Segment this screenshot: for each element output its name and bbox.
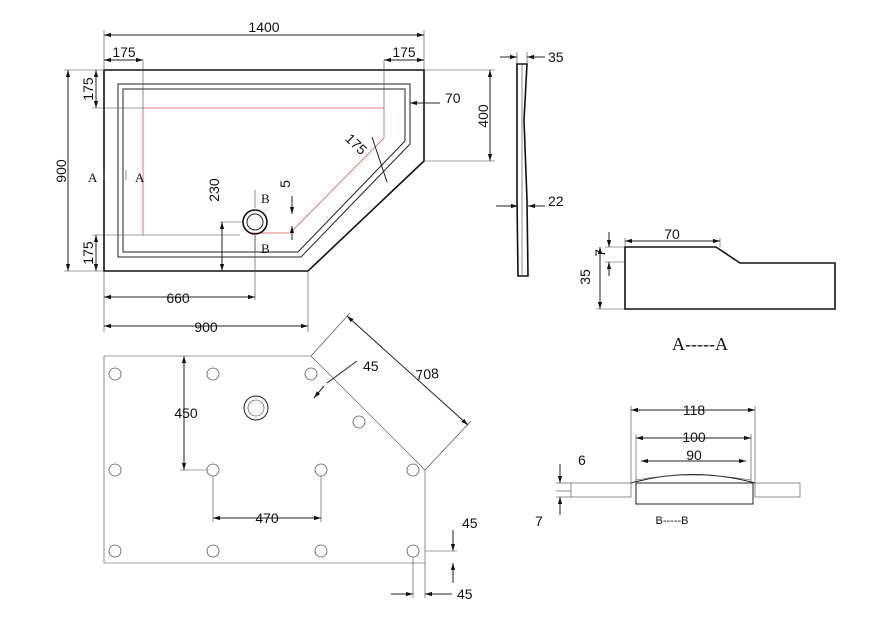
- dim-top-gap-label: 6: [578, 452, 586, 468]
- dim-diag-length-label: 708: [415, 365, 440, 383]
- tray-outline: [103, 69, 425, 272]
- section-aa-profile: [624, 246, 836, 310]
- side-profile: [516, 63, 529, 277]
- dim-outer-label: 118: [683, 402, 706, 418]
- dim-overall-width-label: 1400: [248, 19, 279, 35]
- foot: [314, 544, 328, 558]
- dim-waste-from-front-label: 230: [206, 178, 222, 202]
- section-b-bottom-label: B: [261, 241, 270, 256]
- base-outline: [103, 355, 426, 564]
- dim-right-side-label: 400: [475, 104, 491, 128]
- tray-rim-inner: [117, 83, 411, 258]
- foot: [108, 463, 122, 477]
- dim-front-width-label: 900: [194, 319, 218, 335]
- foot: [206, 463, 220, 477]
- dim-height-label: 35: [577, 269, 593, 285]
- foot: [108, 367, 122, 381]
- dim-rim-right-label: 175: [392, 44, 416, 60]
- foot: [352, 415, 366, 429]
- foot: [406, 544, 420, 558]
- dim-bottom-gap-label: 7: [535, 513, 543, 529]
- foot: [206, 367, 220, 381]
- dim-waste-depth-label: 450: [174, 405, 198, 421]
- surface-center-line: [142, 107, 385, 235]
- dim-waste-offset-label: 5: [277, 180, 293, 188]
- dim-diag-length: [346, 315, 469, 426]
- tray-basin: [122, 88, 406, 253]
- foot: [314, 463, 328, 477]
- section-bb-left-floor: [570, 482, 632, 498]
- section-bb-grate: [630, 474, 756, 484]
- dim-rim-left-label: 175: [112, 44, 136, 60]
- dim-rim-diag-line: [371, 136, 388, 183]
- section-bb-waste-body: [635, 482, 754, 505]
- foot: [406, 463, 420, 477]
- dim-rim-diag-label: 175: [342, 130, 370, 158]
- dim-corner-right-label: 45: [462, 515, 478, 531]
- dim-inner-offset-label: 70: [445, 90, 461, 106]
- side-view: 35 22: [496, 49, 564, 277]
- section-aa: 70 7 35 A-----A: [577, 226, 836, 354]
- dim-rim-bottom-label: 175: [80, 241, 96, 265]
- section-bb: 118 100 90 6 7 B-----B: [535, 402, 801, 529]
- dim-inner-label: 90: [686, 447, 702, 463]
- dim-diag-inset-label: 45: [363, 358, 379, 374]
- section-aa-title: A-----A: [672, 334, 728, 354]
- foot: [206, 544, 220, 558]
- dim-diag-inset: [326, 360, 358, 384]
- base-view: 708 45 450 470 45 45: [103, 312, 478, 602]
- dim-overall-depth-label: 900: [53, 159, 69, 183]
- foot: [304, 367, 318, 381]
- dim-feet-spacing-label: 470: [255, 510, 279, 526]
- base-waste-outer: [243, 395, 269, 421]
- dim-corner-bottom-label: 45: [457, 586, 473, 602]
- base-feet: [108, 367, 420, 558]
- dim-top-width-label: 70: [664, 226, 680, 242]
- dim-rim-top-label: 175: [80, 77, 96, 101]
- dim-waste-from-left-label: 660: [166, 290, 190, 306]
- dim-middle-label: 100: [682, 429, 706, 445]
- dim-total-thickness-label: 35: [548, 49, 564, 65]
- waste-inner: [246, 213, 264, 231]
- section-bb-right-floor: [754, 482, 801, 498]
- plan-view: B B A A 1400 175 175 900 175 175: [53, 19, 495, 335]
- foot: [108, 544, 122, 558]
- section-b-top-label: B: [261, 191, 270, 206]
- dim-base-thickness-label: 22: [548, 193, 564, 209]
- section-a-left-label: A: [88, 170, 98, 185]
- base-waste-inner: [247, 399, 265, 417]
- section-a-right-label: A: [135, 170, 145, 185]
- section-bb-title: B-----B: [656, 515, 689, 527]
